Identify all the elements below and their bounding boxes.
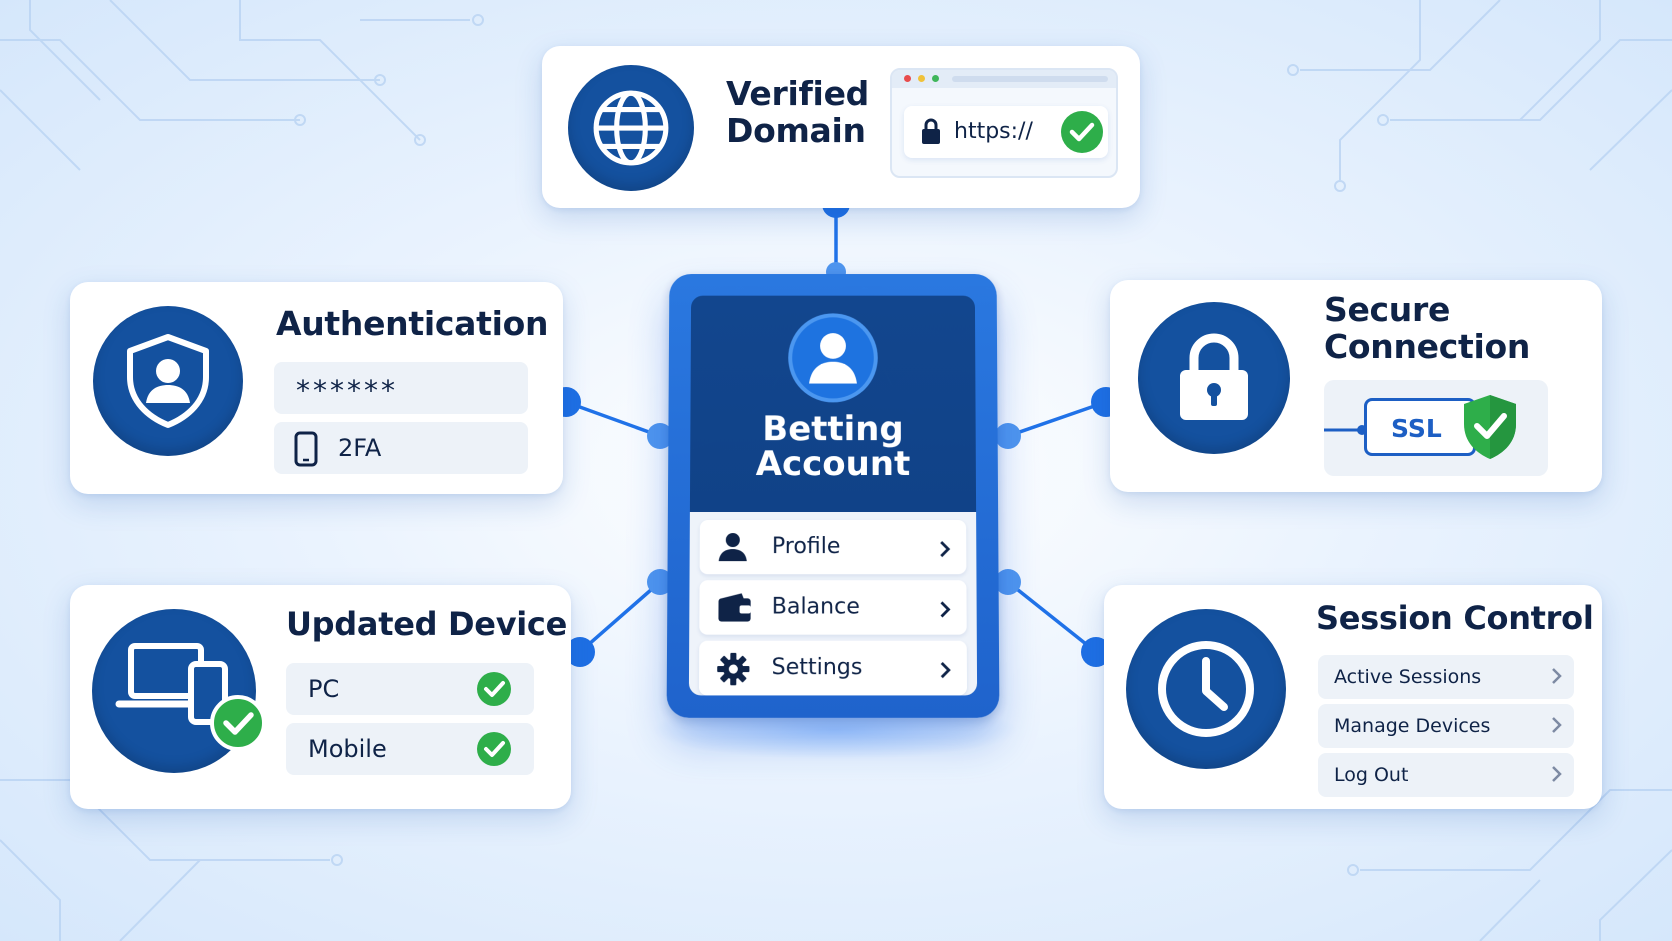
secure-connection-card: Secure Connection SSL [1110, 280, 1602, 492]
betting-account-panel: Betting Account Profile Balance [667, 274, 1000, 718]
address-bar[interactable]: https:// [904, 106, 1108, 158]
globe-icon [568, 65, 694, 191]
authentication-title: Authentication [276, 306, 548, 343]
account-title: Betting Account [690, 412, 976, 481]
menu-label: Manage Devices [1334, 715, 1490, 737]
ssl-panel: SSL [1324, 380, 1548, 476]
chevron-right-icon [1550, 763, 1564, 785]
manage-devices-item[interactable]: Manage Devices [1318, 704, 1574, 748]
device-check-icon [210, 695, 266, 751]
device-label: Mobile [308, 735, 387, 763]
authentication-card: Authentication ****** 2FA [70, 282, 563, 494]
chevron-right-icon [938, 598, 952, 620]
password-field[interactable]: ****** [274, 362, 528, 414]
twofa-label: 2FA [338, 434, 381, 462]
user-icon [718, 532, 748, 562]
ssl-text: SSL [1391, 414, 1442, 443]
updated-device-title: Updated Device [286, 607, 567, 643]
gear-icon [717, 653, 749, 685]
session-control-title: Session Control [1316, 601, 1594, 637]
shield-user-icon [93, 306, 243, 456]
menu-item-profile[interactable]: Profile [700, 520, 967, 574]
menu-label: Settings [772, 655, 863, 680]
lock-icon [920, 118, 942, 146]
wallet-icon [717, 592, 751, 622]
secure-connection-title: Secure Connection [1324, 292, 1544, 366]
chevron-right-icon [939, 659, 953, 681]
log-out-item[interactable]: Log Out [1318, 753, 1574, 797]
menu-item-balance[interactable]: Balance [699, 580, 966, 634]
phone-icon [294, 431, 318, 467]
device-item-mobile: Mobile [286, 723, 534, 775]
url-text: https:// [954, 119, 1033, 144]
verified-domain-card: Verified Domain https:// [542, 46, 1140, 208]
check-icon [1060, 110, 1104, 154]
chevron-right-icon [938, 538, 952, 560]
device-label: PC [308, 675, 339, 703]
twofa-field[interactable]: 2FA [274, 422, 528, 474]
check-icon [476, 671, 512, 707]
check-icon [476, 731, 512, 767]
browser-title-bar [892, 70, 1116, 88]
verified-domain-title: Verified Domain [726, 76, 886, 150]
account-menu: Profile Balance [689, 512, 977, 695]
browser-window: https:// [890, 68, 1118, 178]
clock-icon [1126, 609, 1286, 769]
padlock-icon [1138, 302, 1290, 454]
menu-label: Log Out [1334, 764, 1408, 786]
user-avatar-icon [788, 313, 878, 402]
chevron-right-icon [1550, 665, 1564, 687]
menu-label: Profile [772, 534, 841, 559]
active-sessions-item[interactable]: Active Sessions [1318, 655, 1574, 699]
account-panel-inner: Betting Account Profile Balance [689, 296, 977, 696]
menu-item-settings[interactable]: Settings [699, 641, 967, 696]
menu-label: Active Sessions [1334, 666, 1481, 688]
menu-label: Balance [772, 594, 860, 619]
device-item-pc: PC [286, 663, 534, 715]
updated-device-card: Updated Device PC Mobile [70, 585, 571, 809]
shield-check-icon [1460, 392, 1520, 462]
session-control-card: Session Control Active Sessions Manage D… [1104, 585, 1602, 809]
password-mask: ****** [296, 374, 398, 407]
chevron-right-icon [1550, 714, 1564, 736]
